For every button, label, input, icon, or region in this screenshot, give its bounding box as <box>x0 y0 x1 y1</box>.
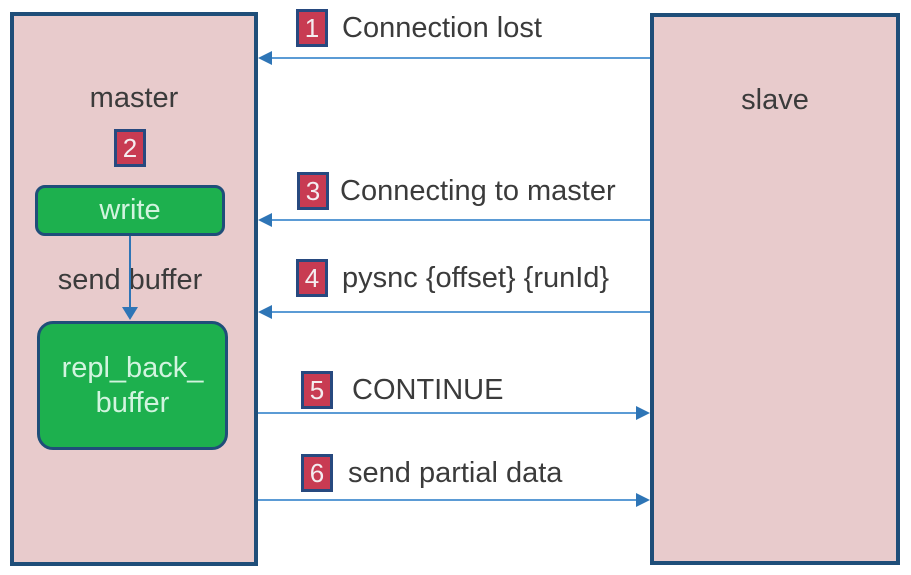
message-6-label: send partial data <box>348 457 563 489</box>
step-6-badge: 6 <box>301 454 333 492</box>
step-1-number: 1 <box>304 12 320 43</box>
repl-buffer-label-line1: repl_back_ <box>61 351 204 384</box>
message-1-line <box>270 57 650 59</box>
slave-node <box>650 13 900 565</box>
message-4-line <box>270 311 650 313</box>
step-2-number: 2 <box>122 132 138 163</box>
message-1-label: Connection lost <box>342 12 542 44</box>
master-label: master <box>89 82 179 114</box>
arrow-down-icon <box>122 307 138 320</box>
step-1-badge: 1 <box>296 9 328 47</box>
step-4-number: 4 <box>304 262 320 293</box>
arrow-left-icon <box>258 51 272 65</box>
repl-back-buffer-box: repl_back_ buffer <box>37 321 228 450</box>
arrow-left-icon <box>258 305 272 319</box>
write-box-label: write <box>99 194 161 226</box>
message-5-line <box>258 412 638 414</box>
message-6-line <box>258 499 638 501</box>
message-3-line <box>270 219 650 221</box>
message-5-label: CONTINUE <box>352 374 504 406</box>
step-5-number: 5 <box>309 374 325 405</box>
arrow-left-icon <box>258 213 272 227</box>
master-node <box>10 12 258 566</box>
arrow-right-icon <box>636 406 650 420</box>
repl-buffer-label-line2: buffer <box>95 386 170 419</box>
step-2-badge: 2 <box>114 129 146 167</box>
slave-label: slave <box>741 84 809 116</box>
step-6-number: 6 <box>309 457 325 488</box>
write-box: write <box>35 185 225 236</box>
step-5-badge: 5 <box>301 371 333 409</box>
step-3-badge: 3 <box>297 172 329 210</box>
arrow-right-icon <box>636 493 650 507</box>
step-4-badge: 4 <box>296 259 328 297</box>
step-3-number: 3 <box>305 175 321 206</box>
message-4-label: pysnc {offset} {runId} <box>342 262 610 294</box>
message-3-label: Connecting to master <box>340 175 616 207</box>
write-to-buffer-connector-line <box>129 236 131 307</box>
